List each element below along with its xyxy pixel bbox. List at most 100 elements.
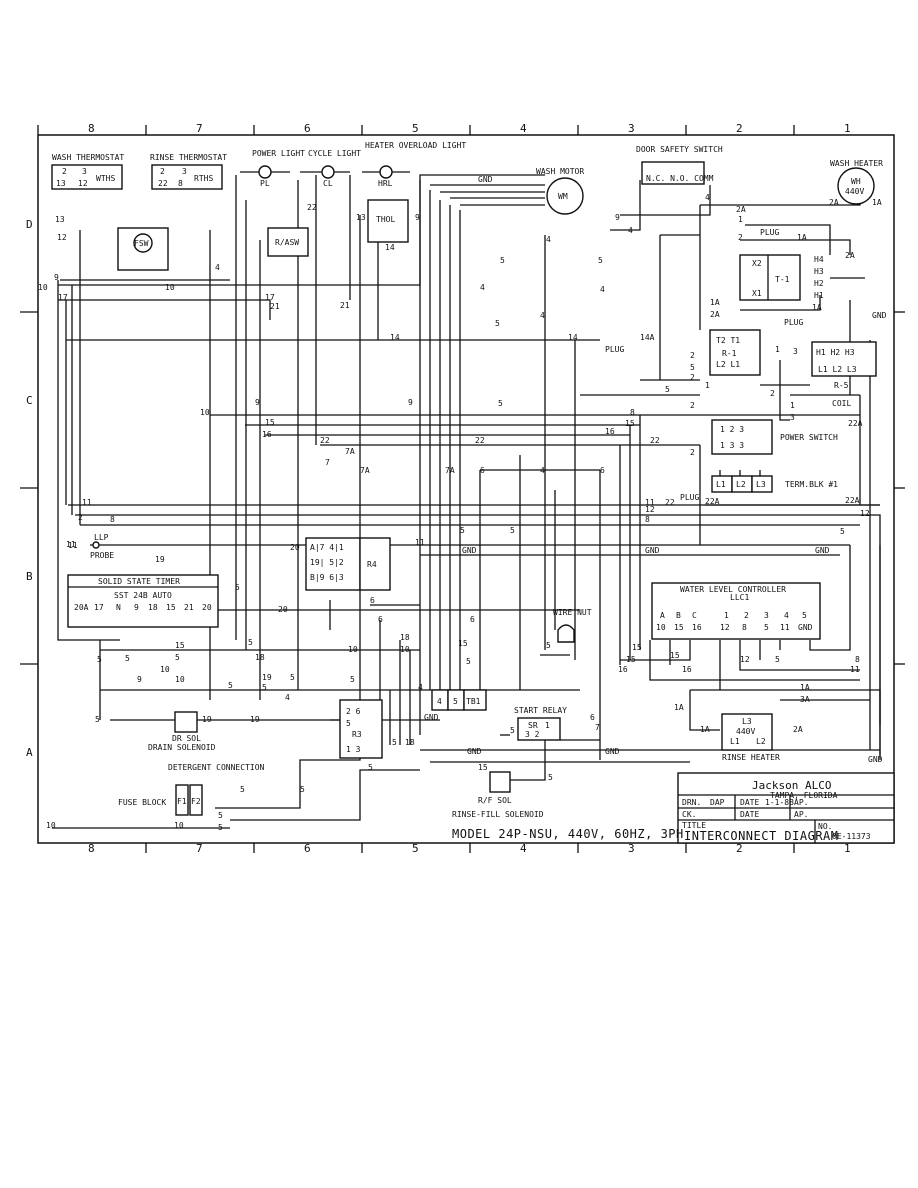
svg-text:22: 22: [307, 203, 317, 212]
svg-text:2: 2: [738, 233, 743, 242]
svg-text:8: 8: [110, 515, 115, 524]
relay-r3: 2 6 5 R3 1 3: [339, 699, 383, 759]
svg-text:8: 8: [645, 515, 650, 524]
wash-thermostat-name: WTHS: [96, 174, 115, 183]
svg-text:B|9 6|3: B|9 6|3: [310, 573, 344, 582]
door-safety-switch-label: DOOR SAFETY SWITCH: [636, 145, 723, 154]
drawn-by: DAP: [710, 798, 725, 807]
svg-text:L3: L3: [742, 717, 752, 726]
svg-text:L1: L1: [716, 480, 726, 489]
svg-text:1: 1: [705, 381, 710, 390]
svg-text:L2: L2: [756, 737, 766, 746]
svg-text:20: 20: [278, 605, 288, 614]
svg-text:A|7 4|1: A|7 4|1: [310, 543, 344, 552]
svg-text:12: 12: [78, 179, 88, 188]
svg-text:15: 15: [458, 639, 468, 648]
company-location: TAMPA, FLORIDA: [770, 791, 838, 800]
terminal-block-1: L1 L2 L3 TERM.BLK #1: [711, 475, 838, 493]
svg-text:N.C. N.O. COMM: N.C. N.O. COMM: [646, 174, 714, 183]
rinse-heater: L3 440V L1 L2 RINSE HEATER: [721, 713, 780, 762]
col-num-bottom: 4: [520, 842, 527, 855]
svg-text:6: 6: [590, 713, 595, 722]
svg-text:1A: 1A: [710, 298, 720, 307]
svg-text:2: 2: [62, 167, 67, 176]
wash-heater-label: WASH HEATER: [830, 159, 883, 168]
svg-text:GND: GND: [815, 546, 830, 555]
col-num-bottom: 2: [736, 842, 743, 855]
svg-text:5: 5: [546, 641, 551, 650]
row-letters: D C B A: [26, 218, 33, 759]
terminal-block-tb1: 4 5 TB1: [431, 689, 487, 711]
svg-text:R/F SOL: R/F SOL: [478, 796, 512, 805]
wiring: [52, 174, 881, 829]
svg-text:5: 5: [500, 256, 505, 265]
svg-text:5: 5: [665, 385, 670, 394]
svg-text:3: 3: [793, 347, 798, 356]
svg-text:7A: 7A: [360, 466, 370, 475]
svg-text:15: 15: [265, 418, 275, 427]
svg-text:5: 5: [598, 256, 603, 265]
col-num-top: 8: [88, 122, 95, 135]
svg-text:2A: 2A: [845, 251, 855, 260]
svg-text:5: 5: [248, 638, 253, 647]
cycle-light: CYCLE LIGHT CL: [300, 149, 361, 188]
svg-text:F2: F2: [191, 797, 201, 806]
svg-text:16: 16: [262, 430, 272, 439]
svg-text:5: 5: [690, 363, 695, 372]
svg-text:2: 2: [160, 167, 165, 176]
svg-text:11: 11: [66, 540, 76, 549]
detergent-connection: DETERGENT CONNECTION FUSE BLOCK F1 F2: [118, 763, 265, 816]
svg-text:TB1: TB1: [466, 697, 481, 706]
svg-text:4: 4: [784, 611, 789, 620]
svg-text:WH: WH: [851, 177, 861, 186]
svg-text:12: 12: [860, 509, 870, 518]
svg-text:18: 18: [405, 738, 415, 747]
svg-text:DATE: DATE: [740, 810, 759, 819]
company-name: Jackson ALCO: [752, 779, 831, 792]
svg-text:13: 13: [56, 179, 66, 188]
svg-text:22: 22: [158, 179, 168, 188]
timer-model: SST 24B AUTO: [114, 591, 172, 600]
svg-text:10: 10: [174, 821, 184, 830]
svg-text:GND: GND: [798, 623, 813, 632]
svg-text:DATE: DATE: [740, 798, 759, 807]
svg-text:16: 16: [618, 665, 628, 674]
svg-text:GND: GND: [424, 713, 439, 722]
svg-text:4: 4: [600, 285, 605, 294]
transformer-t1: T-1 X2 X1 H4 H3 H2 H1: [739, 254, 865, 301]
svg-text:16: 16: [682, 665, 692, 674]
svg-text:1A: 1A: [700, 725, 710, 734]
svg-text:5: 5: [548, 773, 553, 782]
svg-text:5: 5: [95, 715, 100, 724]
drawing-border: [20, 125, 905, 853]
svg-text:22: 22: [475, 436, 485, 445]
heater-overload-light-label: HEATER OVERLOAD LIGHT: [365, 141, 466, 150]
svg-text:17: 17: [265, 293, 275, 302]
thol-switch: THOL 14: [367, 199, 409, 252]
svg-text:14A: 14A: [640, 333, 655, 342]
svg-text:10: 10: [165, 283, 175, 292]
svg-text:12: 12: [645, 505, 655, 514]
wlc-name: LLC1: [730, 593, 749, 602]
svg-text:9: 9: [137, 675, 142, 684]
svg-text:1: 1: [775, 345, 780, 354]
svg-text:5: 5: [775, 655, 780, 664]
svg-text:5: 5: [97, 655, 102, 664]
svg-text:11: 11: [68, 541, 78, 550]
rinse-fill-solenoid-label: RINSE-FILL SOLENOID: [452, 810, 544, 819]
svg-text:440V: 440V: [736, 727, 755, 736]
col-num-top: 2: [736, 122, 743, 135]
svg-text:3: 3: [182, 167, 187, 176]
svg-text:2: 2: [78, 513, 83, 522]
svg-text:16: 16: [692, 623, 702, 632]
model-description: MODEL 24P-NSU, 440V, 60HZ, 3PH: [452, 827, 684, 841]
svg-text:R-1: R-1: [722, 349, 737, 358]
svg-text:T2 T1: T2 T1: [716, 336, 740, 345]
rinse-heater-label: RINSE HEATER: [722, 753, 780, 762]
svg-text:PROBE: PROBE: [90, 551, 114, 560]
col-num-top: 1: [844, 122, 851, 135]
svg-text:5: 5: [368, 763, 373, 772]
svg-text:4: 4: [285, 693, 290, 702]
svg-text:15: 15: [670, 651, 680, 660]
